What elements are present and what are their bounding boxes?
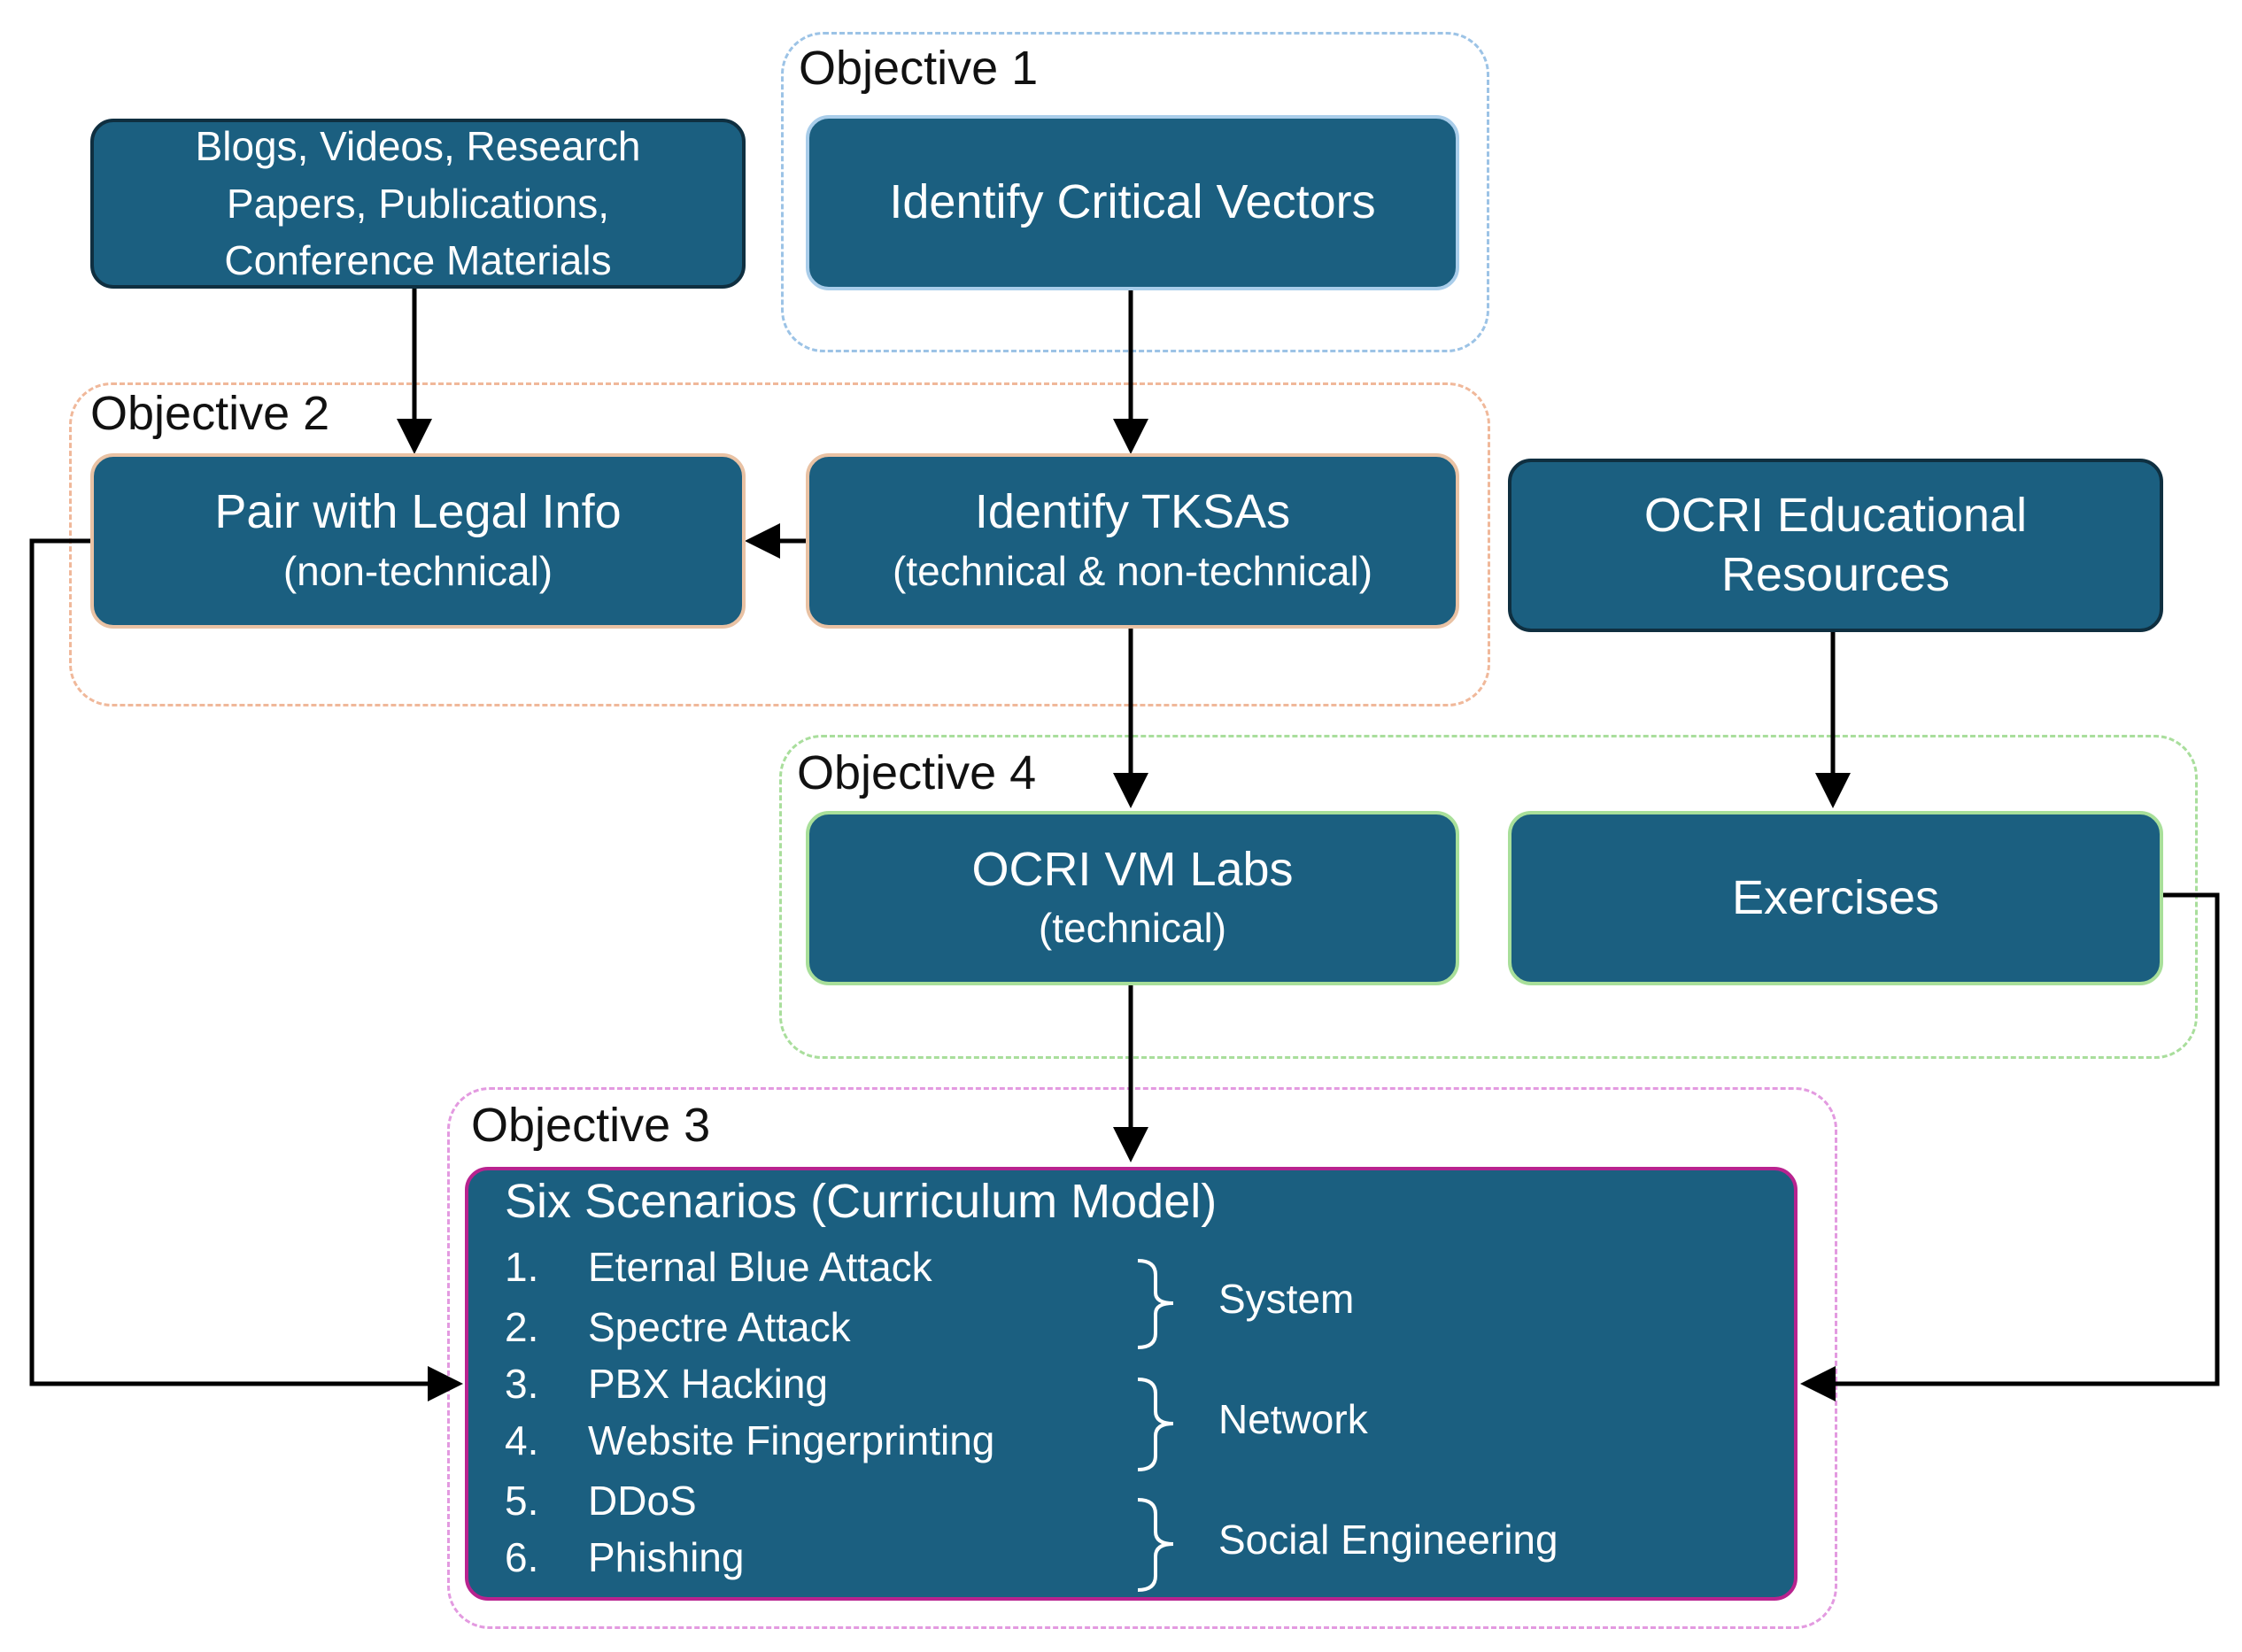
ocri-educational-resources-box: OCRI Educational Resources [1508,459,2163,632]
six-scenarios-box [465,1167,1797,1601]
brace-system [1137,1259,1174,1349]
ocri-vm-labs-title: OCRI VM Labs [971,842,1294,896]
scenarios-title: Six Scenarios (Curriculum Model) [505,1175,1218,1228]
sources-line-1: Blogs, Videos, Research [195,123,641,170]
identify-critical-vectors-box: Identify Critical Vectors [806,115,1459,290]
scenario-name: Phishing [588,1534,745,1580]
sources-line-2: Papers, Publications, [226,180,610,227]
exercises-box: Exercises [1508,811,2163,985]
objective-2-group [69,382,1490,706]
scenario-number: 5. [505,1478,539,1524]
pair-legal-info-subtitle: (non-technical) [282,547,553,594]
ocri-edu-line-2: Resources [1720,548,1951,601]
scenario-number: 4. [505,1417,539,1463]
objective-3-group [447,1087,1837,1629]
arrow-exercises-to-scenarios [1800,892,2220,1401]
exercises-label: Exercises [1731,870,1940,924]
sources-box: Blogs, Videos, Research Papers, Publicat… [90,119,746,289]
scenario-name: Website Fingerprinting [588,1417,995,1463]
scenario-name: Eternal Blue Attack [588,1244,932,1290]
pair-legal-info-title: Pair with Legal Info [214,485,622,539]
scenario-number: 3. [505,1361,539,1407]
category-label-system: System [1218,1276,1355,1322]
scenario-number: 2. [505,1304,539,1350]
sources-line-3: Conference Materials [224,237,612,284]
arrow-legal-to-scenarios [29,538,463,1401]
brace-network [1137,1378,1174,1471]
category-label-network: Network [1218,1396,1368,1442]
objective-4-label: Objective 4 [797,746,1037,799]
ocri-vm-labs-box: OCRI VM Labs (technical) [806,811,1459,985]
scenario-name: DDoS [588,1478,697,1524]
category-label-social-engineering: Social Engineering [1218,1517,1558,1563]
objective-3-label: Objective 3 [471,1099,711,1152]
objective-1-label: Objective 1 [799,42,1039,95]
identify-tksas-title: Identify TKSAs [974,485,1291,539]
scenario-number: 6. [505,1534,539,1580]
identify-tksas-box: Identify TKSAs (technical & non-technica… [806,453,1459,629]
scenario-name: PBX Hacking [588,1361,829,1407]
brace-social-engineering [1137,1498,1174,1592]
pair-legal-info-box: Pair with Legal Info (non-technical) [90,453,746,629]
identify-tksas-subtitle: (technical & non-technical) [892,547,1373,594]
scenario-name: Spectre Attack [588,1304,851,1350]
scenario-number: 1. [505,1244,539,1290]
ocri-edu-line-1: OCRI Educational [1643,488,2028,542]
objective-2-label: Objective 2 [90,387,330,440]
identify-critical-vectors-label: Identify Critical Vectors [889,175,1376,229]
ocri-vm-labs-subtitle: (technical) [1038,905,1227,952]
objective-1-group [781,32,1489,352]
